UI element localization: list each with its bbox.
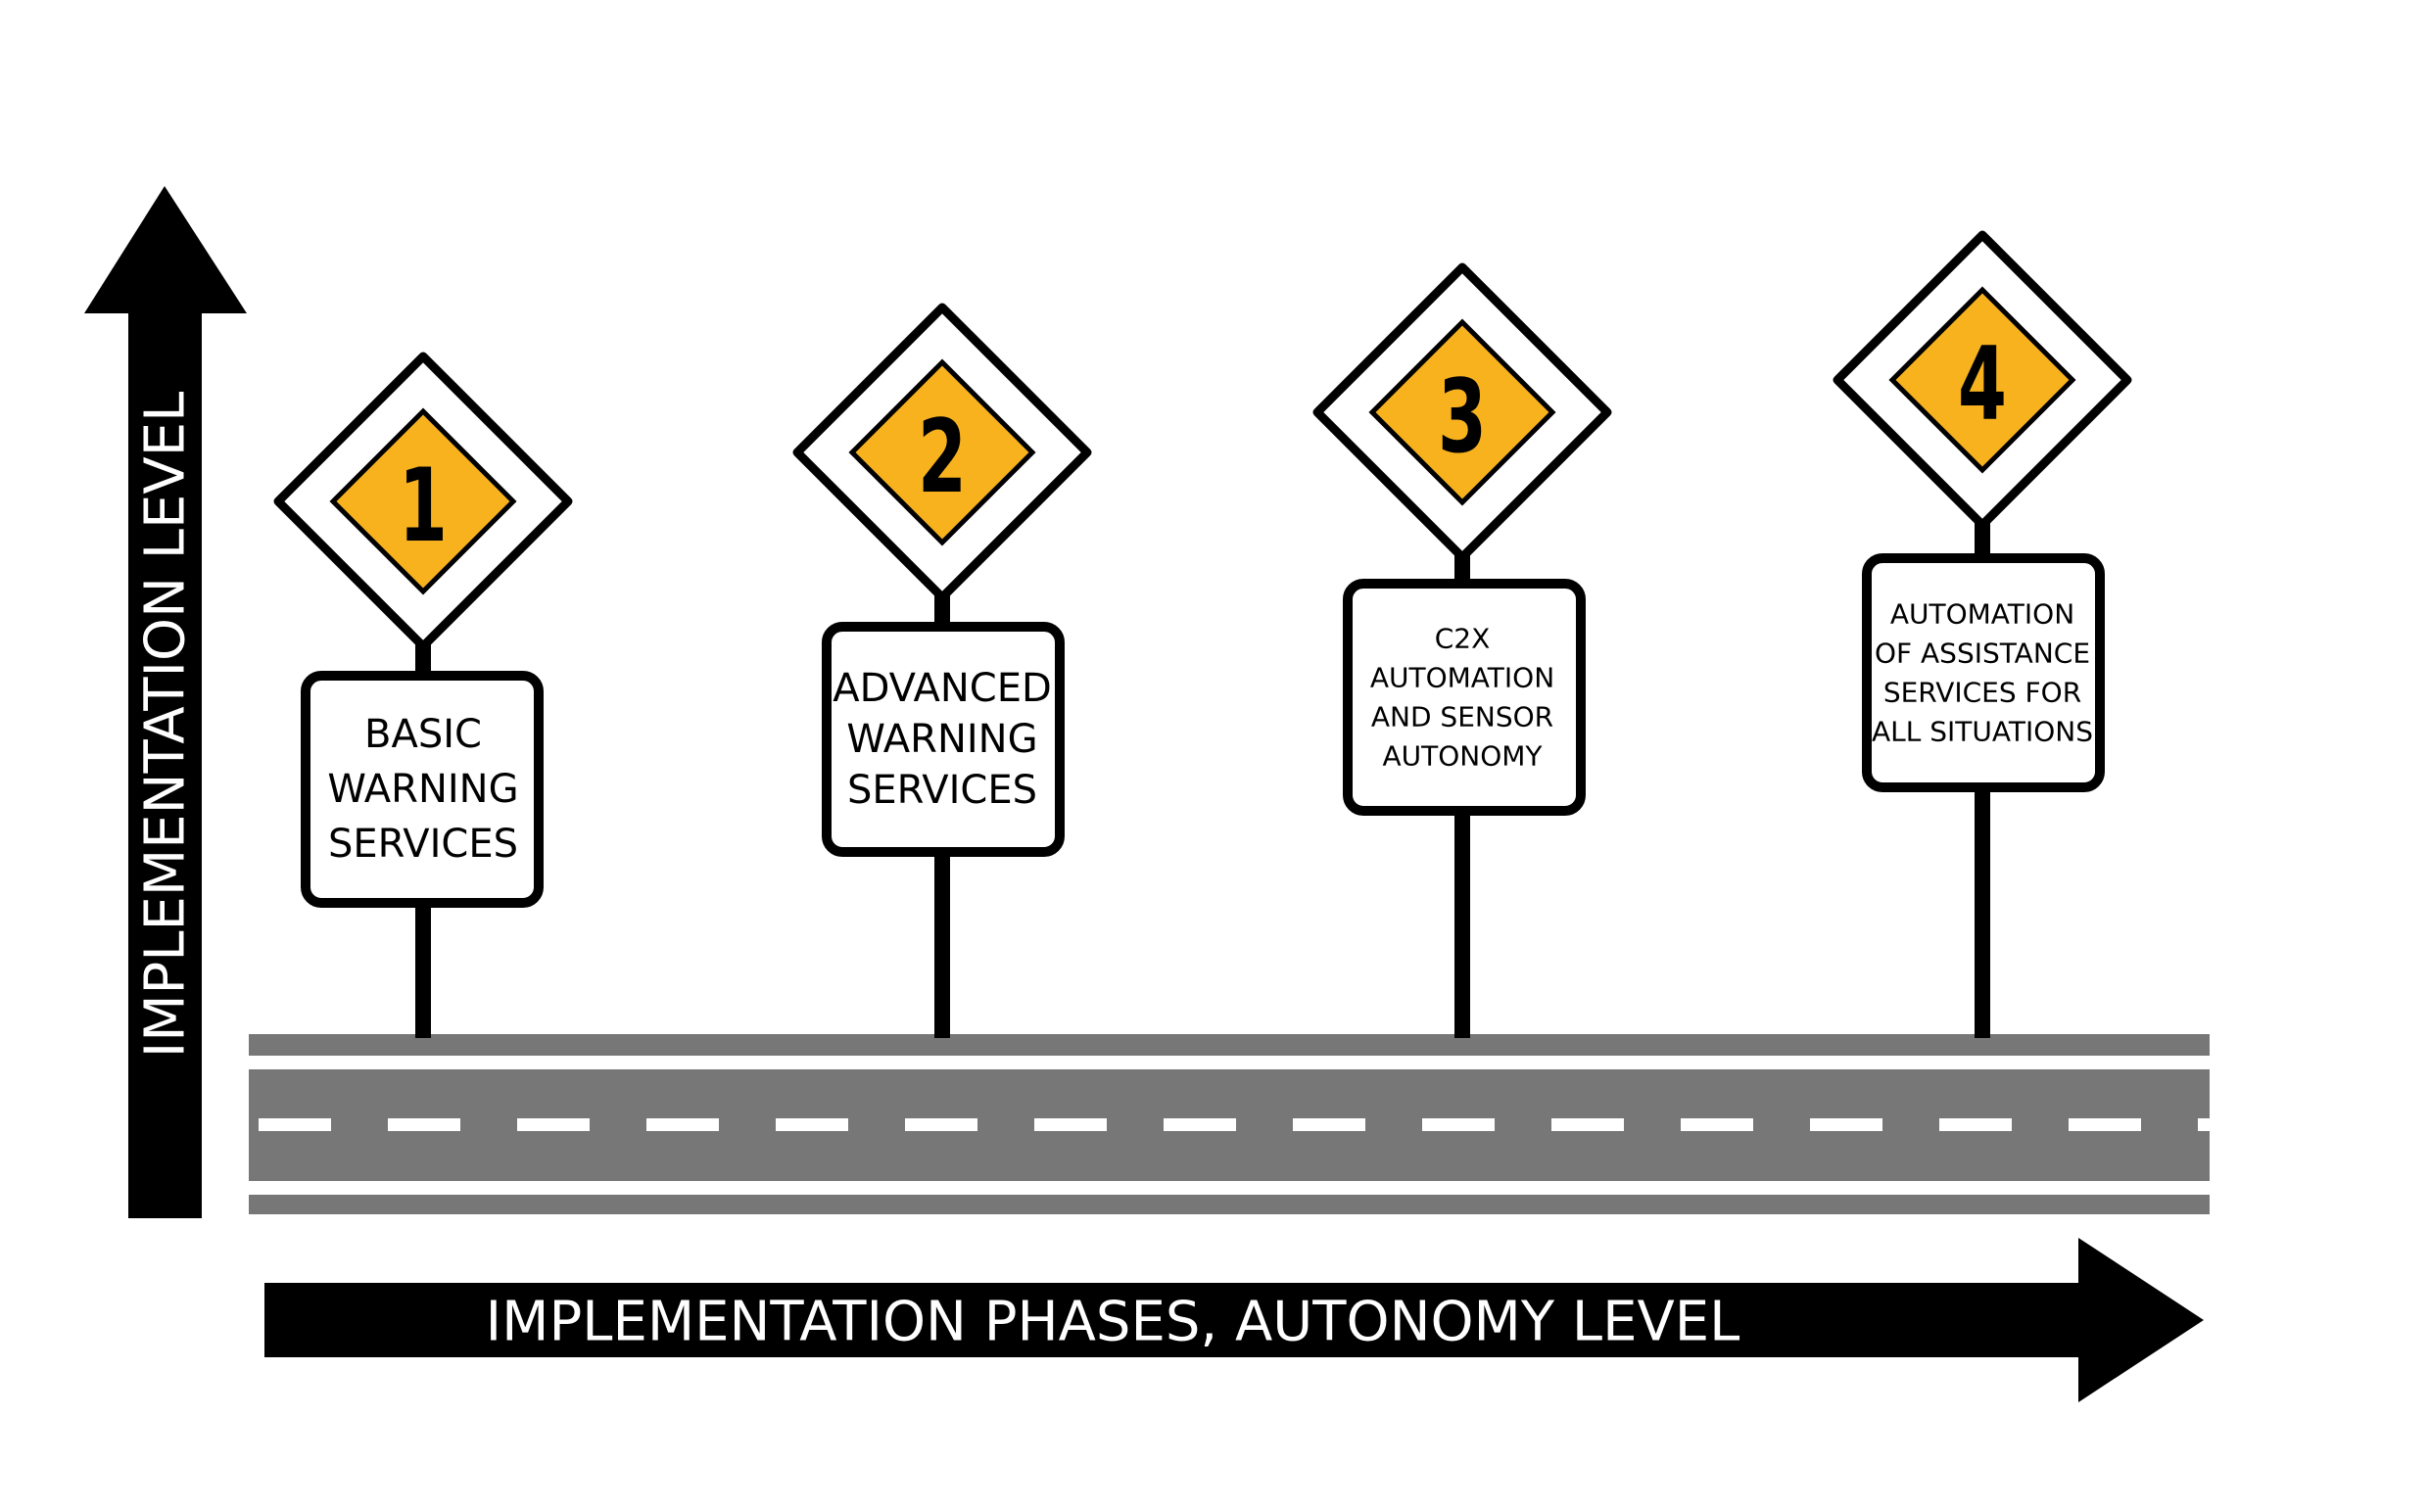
lane-dash <box>2069 1118 2141 1131</box>
x-axis-label: IMPLEMENTATION PHASES, AUTONOMY LEVEL <box>486 1291 1740 1354</box>
lane-dash <box>1551 1118 1624 1131</box>
road-bottom-edge <box>249 1195 2210 1214</box>
road <box>249 1034 2270 1214</box>
lane-dash <box>517 1118 590 1131</box>
phase-label-line: ADVANCED <box>833 666 1052 711</box>
phase-label-line: OF ASSISTANCE <box>1875 638 2090 670</box>
phase-label-line: AUTOMATION <box>1890 598 2074 631</box>
phase-label-line: ALL SITUATIONS <box>1872 716 2093 748</box>
phase-label-line: SERVICES FOR <box>1883 677 2081 709</box>
phase-label-line: SERVICES <box>328 822 518 867</box>
x-axis-arrow: IMPLEMENTATION PHASES, AUTONOMY LEVEL <box>264 1238 2204 1402</box>
road-top-edge <box>249 1034 2210 1056</box>
lane-dash <box>259 1118 331 1131</box>
phase-number: 1 <box>399 448 448 565</box>
phase-number: 4 <box>1958 326 2007 444</box>
lane-dash <box>1939 1118 2012 1131</box>
sign-diamond-inner <box>1368 318 1556 506</box>
phase-label-line: SERVICES <box>847 768 1037 813</box>
lane-dashes <box>259 1118 2270 1131</box>
phase-label-line: WARNING <box>327 767 518 812</box>
phase-label-line: C2X <box>1435 623 1491 655</box>
lane-dash <box>905 1118 977 1131</box>
phase-number: 2 <box>918 399 967 516</box>
lane-dash <box>646 1118 719 1131</box>
phase-label-line: AUTOMATION <box>1370 662 1554 694</box>
lane-dash <box>1164 1118 1236 1131</box>
phase-label-box <box>822 622 1065 857</box>
phase-label-line: AND SENSOR <box>1371 701 1553 733</box>
sign-diamond-inner <box>329 407 517 595</box>
y-axis-label: IMPLEMENTATION LEVEL <box>134 392 198 1059</box>
phase-label-box <box>301 671 544 908</box>
lane-dash <box>388 1118 460 1131</box>
phase-label-line: WARNING <box>846 717 1037 762</box>
phase-number: 3 <box>1438 358 1487 476</box>
sign-diamond-inner <box>848 358 1036 546</box>
phase-label-line: BASIC <box>364 712 482 757</box>
phase-label-line: AUTONOMY <box>1382 740 1543 773</box>
y-axis-arrow: IMPLEMENTATION LEVEL <box>84 186 247 1218</box>
lane-dash <box>1681 1118 1753 1131</box>
lane-dash <box>776 1118 848 1131</box>
lane-dash <box>1034 1118 1107 1131</box>
lane-dash <box>1810 1118 1882 1131</box>
lane-dash <box>2198 1118 2270 1131</box>
phase-label-box <box>1343 579 1586 816</box>
phase-label-box <box>1862 553 2105 792</box>
sign-diamond-inner <box>1888 286 2076 474</box>
lane-dash <box>1293 1118 1365 1131</box>
lane-dash <box>1422 1118 1495 1131</box>
